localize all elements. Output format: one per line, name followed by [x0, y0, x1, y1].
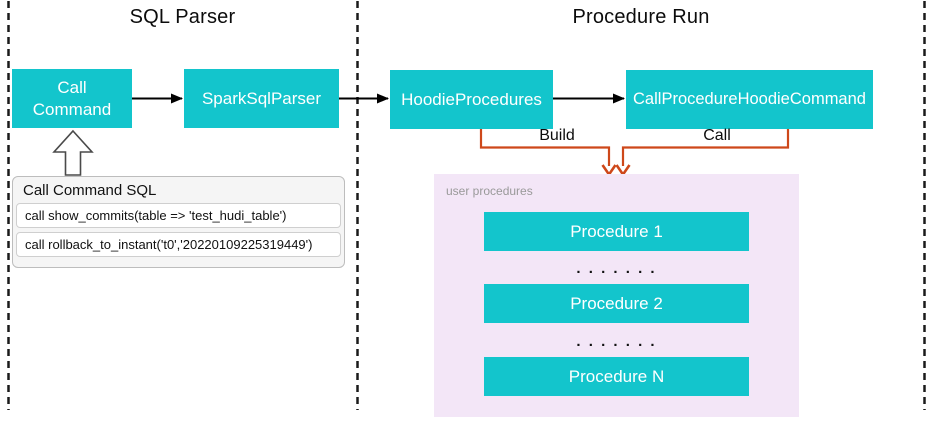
call-command-node: Call Command — [12, 69, 132, 128]
sparksqlparser-node: SparkSqlParser — [184, 69, 339, 128]
ellipsis-dots: . . . . . . . — [576, 333, 657, 350]
sql-parser-section-title: SQL Parser — [129, 6, 236, 28]
sql-list-header: Call Command SQL — [23, 182, 157, 199]
hollow-up-arrow-icon — [52, 129, 94, 176]
procedure-1-node: Procedure 1 — [484, 212, 749, 251]
call-edge-label: Call — [703, 127, 731, 144]
sql-row-rollback-to-instant: call rollback_to_instant('t0','202201092… — [16, 232, 341, 257]
user-procedures-container: user procedures Procedure 1 . . . . . . … — [434, 174, 799, 417]
build-edge-label: Build — [539, 127, 575, 144]
callprocedurehoodiecommand-node: CallProcedureHoodieCommand — [626, 70, 873, 129]
sql-row-show-commits: call show_commits(table => 'test_hudi_ta… — [16, 203, 341, 228]
call-command-sql-list: Call Command SQL call show_commits(table… — [12, 176, 345, 268]
user-procedures-label: user procedures — [446, 184, 533, 198]
procedure-2-node: Procedure 2 — [484, 284, 749, 323]
hoodieprocedures-node: HoodieProcedures — [390, 70, 553, 129]
ellipsis-dots: . . . . . . . — [576, 260, 657, 277]
procedure-n-node: Procedure N — [484, 357, 749, 396]
procedure-run-section-title: Procedure Run — [572, 6, 710, 28]
